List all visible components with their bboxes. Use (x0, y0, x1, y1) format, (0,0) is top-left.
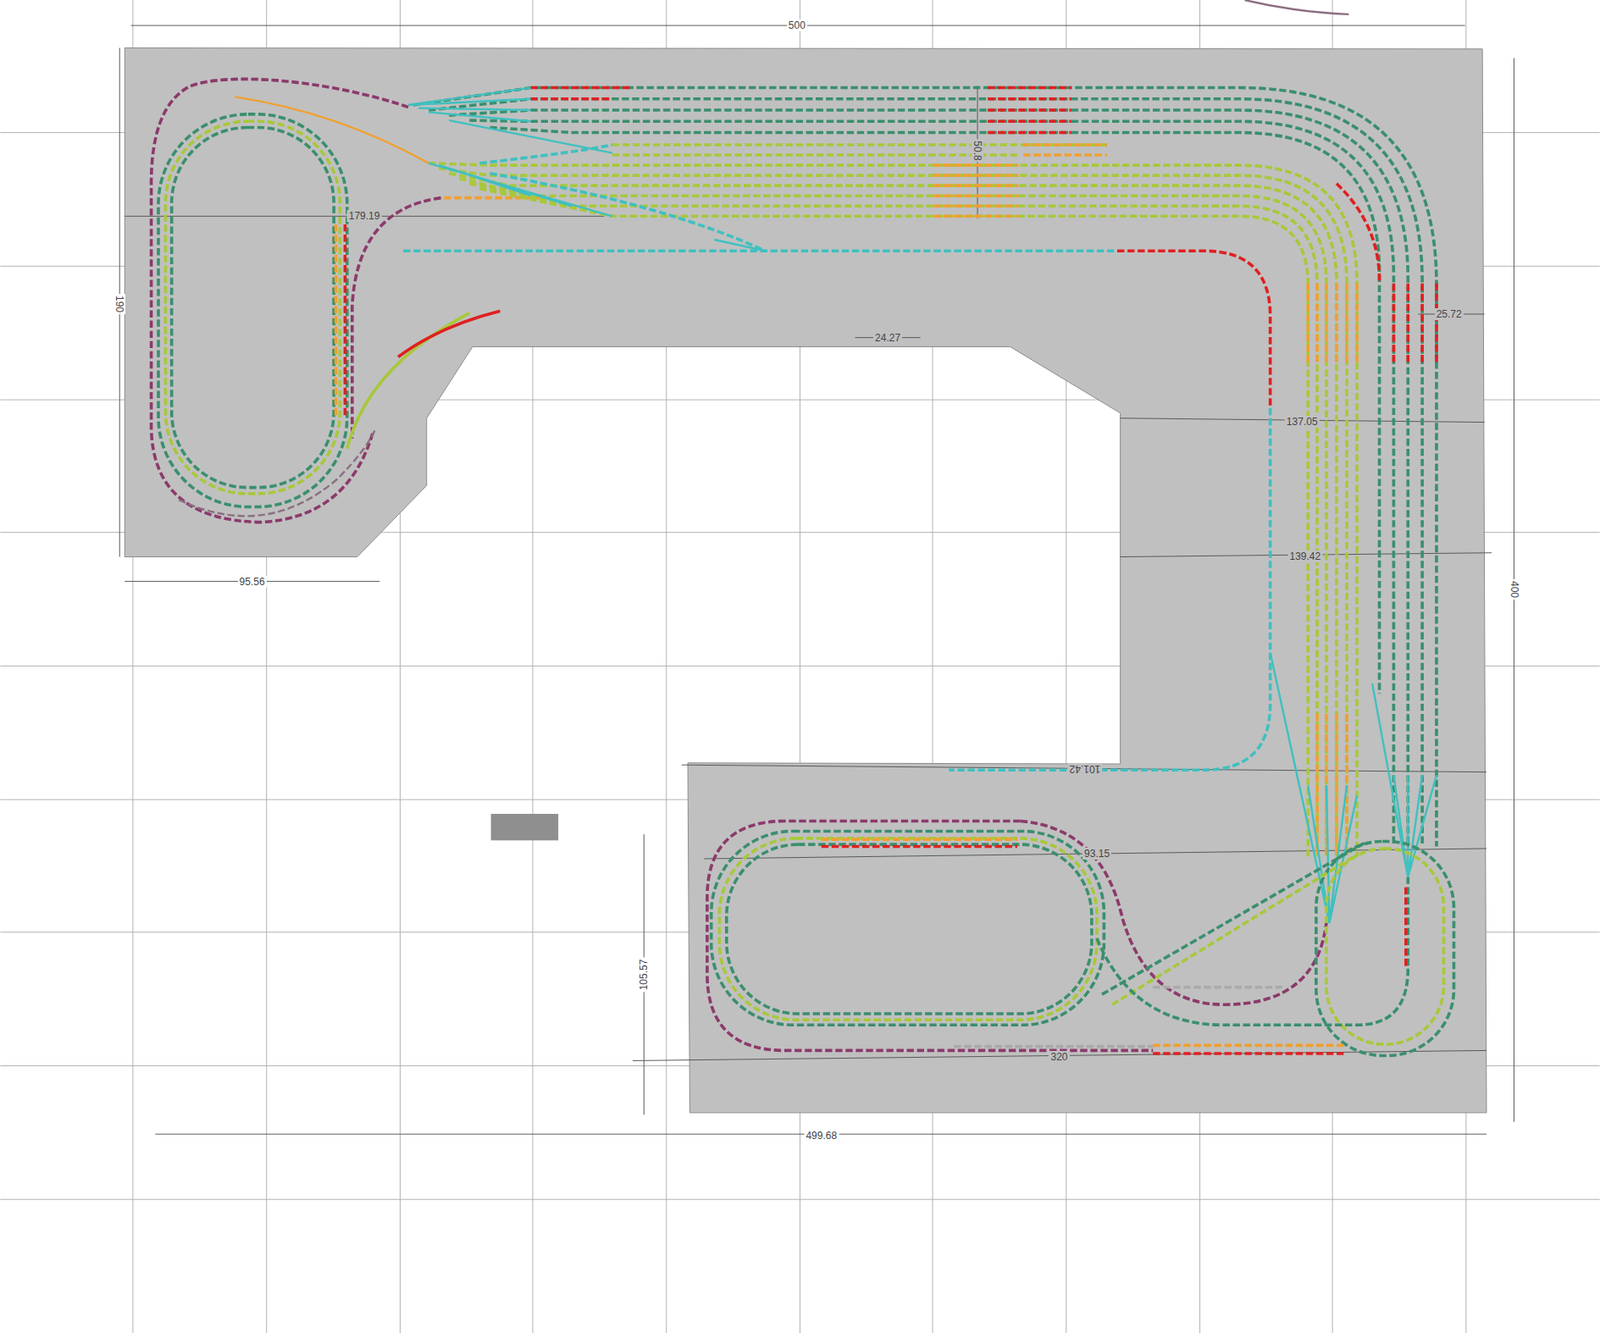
track-segment (448, 110, 1408, 847)
icon-box (491, 813, 559, 841)
track-segment (1334, 714, 1339, 858)
dimension-label: 24.27 (873, 332, 903, 344)
track-segment (948, 408, 1270, 771)
track-segment (1355, 283, 1359, 366)
track-segment (987, 108, 1072, 112)
dimension-label: 25.72 (1434, 308, 1464, 321)
track-segment (1023, 153, 1108, 157)
dimension-label: 137.05 (1284, 415, 1320, 428)
dimension-label: 95.56 (238, 575, 267, 588)
track-segment (1336, 183, 1380, 281)
track-segment (165, 121, 340, 494)
track-segment (1315, 283, 1319, 366)
dimension-label: 400 (1508, 579, 1521, 600)
track-segment (1392, 283, 1396, 366)
track-segment (953, 1045, 1153, 1049)
track-segment (438, 168, 1347, 858)
track-segment (612, 153, 1021, 157)
track-segment (413, 88, 1437, 848)
dimension-label: 105.57 (637, 957, 650, 992)
track-segment (0, 1199, 1600, 1201)
track-segment (343, 224, 348, 419)
dimension-label: 320 (1048, 1051, 1069, 1063)
dimension-label: 50.8 (971, 139, 984, 163)
track-segment (612, 143, 1108, 147)
dimension-label: 499.68 (803, 1129, 839, 1142)
track-segment (1420, 283, 1424, 366)
track-segment (448, 173, 1337, 858)
dimension-label: 93.15 (1082, 847, 1112, 860)
track-segment (489, 173, 765, 252)
dimension-label: 179.19 (347, 210, 383, 222)
track-segment (1326, 848, 1444, 1045)
track-segment (1152, 1044, 1347, 1048)
faint-track (1245, 0, 1350, 15)
track-segment (489, 127, 1379, 694)
track-segment (1334, 283, 1339, 366)
tracks (151, 78, 1455, 1056)
dimension-lines (119, 25, 1514, 1135)
track-segment (479, 188, 1308, 858)
track-segment (707, 820, 1153, 1051)
track-group (408, 88, 1437, 924)
track-segment (1404, 887, 1408, 969)
track-segment (1117, 250, 1271, 408)
track-segment (178, 428, 376, 517)
track-segment (719, 838, 1097, 1020)
track-segment (1152, 1051, 1347, 1056)
track-segment (714, 239, 765, 251)
track-segment (459, 178, 1327, 858)
track-segment (1406, 283, 1410, 366)
track-segment (1023, 143, 1108, 147)
track-segment (428, 163, 1357, 858)
track-segment (347, 313, 471, 449)
track-segment (158, 114, 348, 508)
track-segment (933, 215, 1019, 219)
track-segment (987, 120, 1072, 124)
track-segment (933, 204, 1019, 208)
dimension-label: 190 (113, 293, 126, 315)
track-segment (1096, 877, 1408, 1026)
track-segment (1152, 985, 1286, 990)
track-segment (408, 88, 613, 154)
track-segment (726, 844, 1092, 1014)
dimension-label: 101.42 (1067, 763, 1102, 776)
track-segment (711, 830, 1105, 1025)
dimension-label: 139.42 (1287, 550, 1323, 563)
track-segment (428, 163, 613, 217)
track-segment (171, 127, 334, 488)
track-segment (821, 845, 1018, 849)
track-segment (1434, 283, 1439, 366)
track-segment (531, 86, 633, 90)
track-segment (334, 224, 338, 419)
track-segment (234, 96, 429, 163)
track-segment (469, 120, 1394, 847)
track-segment (933, 163, 1019, 167)
track-segment (821, 837, 1018, 842)
track-segment (933, 183, 1019, 188)
track-segment (1020, 820, 1327, 1005)
track-segment (933, 173, 1019, 178)
track-segment (1324, 283, 1329, 366)
track-segment (1345, 283, 1349, 366)
track-segment (398, 310, 500, 357)
track-segment (1101, 841, 1368, 996)
track-segment (479, 144, 613, 164)
dimension-label: 500 (786, 19, 808, 32)
track-segment (1306, 283, 1310, 366)
track-segment (151, 78, 409, 522)
track-segment (987, 97, 1072, 101)
baseboard (124, 48, 1487, 1113)
track-segment (987, 131, 1072, 135)
track-segment (933, 193, 1019, 198)
track-segment (987, 86, 1072, 90)
track-segment (1112, 854, 1357, 1005)
track-segment (469, 183, 1318, 858)
track-segment (531, 97, 613, 101)
